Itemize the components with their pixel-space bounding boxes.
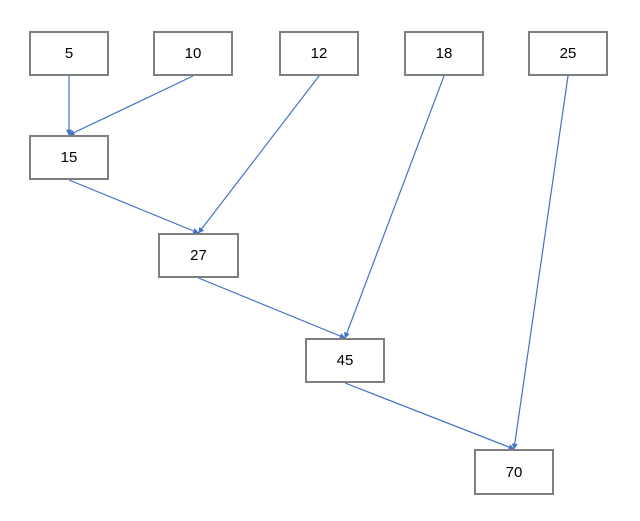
node-45: 45 <box>305 338 385 383</box>
edge-18-to-45 <box>344 75 445 339</box>
edge-25-to-70 <box>511 75 569 450</box>
node-18: 18 <box>404 31 484 76</box>
edge-27-to-45 <box>198 277 346 339</box>
edge-15-to-27 <box>68 179 200 234</box>
edge-45-to-70 <box>344 382 515 450</box>
node-12: 12 <box>279 31 359 76</box>
node-27: 27 <box>158 233 239 278</box>
edge-12-to-27 <box>198 75 320 234</box>
edge-10-to-15 <box>68 75 194 136</box>
node-5: 5 <box>29 31 109 76</box>
node-15: 15 <box>29 135 109 180</box>
node-10: 10 <box>153 31 233 76</box>
node-70: 70 <box>474 449 554 495</box>
node-25: 25 <box>528 31 608 76</box>
